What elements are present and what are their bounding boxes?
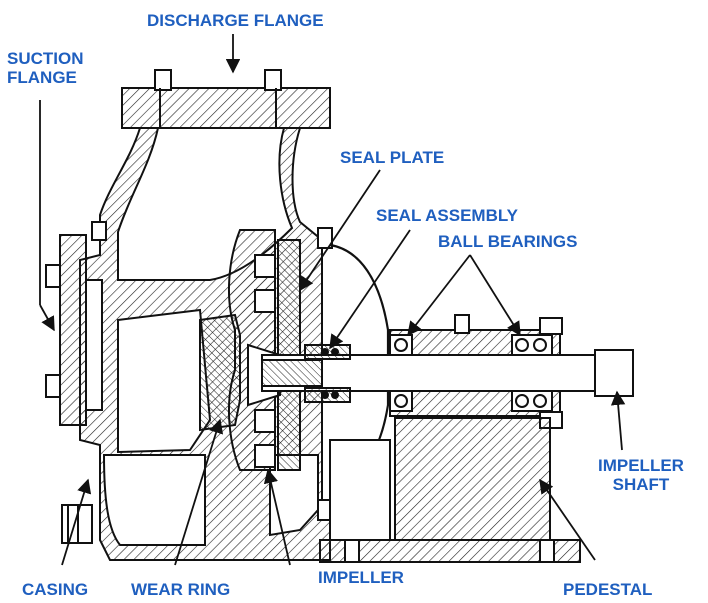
pedestal-shape <box>319 417 581 563</box>
suction-flange-label-line2: FLANGE <box>7 68 77 87</box>
suction-flange-label: SUCTION FLANGE <box>7 49 84 87</box>
suction-flange-label-line1: SUCTION <box>7 49 84 68</box>
ball-bearings-shape <box>389 317 563 429</box>
discharge-flange-label: DISCHARGE FLANGE <box>147 11 324 30</box>
discharge-flange-shape <box>121 69 331 129</box>
impeller-shaft-label-line2: SHAFT <box>612 475 670 494</box>
impeller-shaft-label: IMPELLER SHAFT <box>598 456 684 494</box>
seal-assembly-label: SEAL ASSEMBLY <box>376 206 519 225</box>
impeller-label: IMPELLER <box>318 568 404 587</box>
suction-flange-shape <box>45 221 107 426</box>
impeller-shaft-label-line1: IMPELLER <box>598 456 684 475</box>
impeller-shaft-shape <box>261 349 634 397</box>
leader-lines <box>39 34 626 566</box>
casing-label: CASING <box>22 580 89 599</box>
ball-bearings-label: BALL BEARINGS <box>438 232 578 251</box>
impeller-shape <box>228 229 281 471</box>
wear-ring-label: WEAR RING <box>131 580 231 599</box>
pedestal-label: PEDESTAL <box>563 580 653 599</box>
seal-plate-label: SEAL PLATE <box>340 148 445 167</box>
